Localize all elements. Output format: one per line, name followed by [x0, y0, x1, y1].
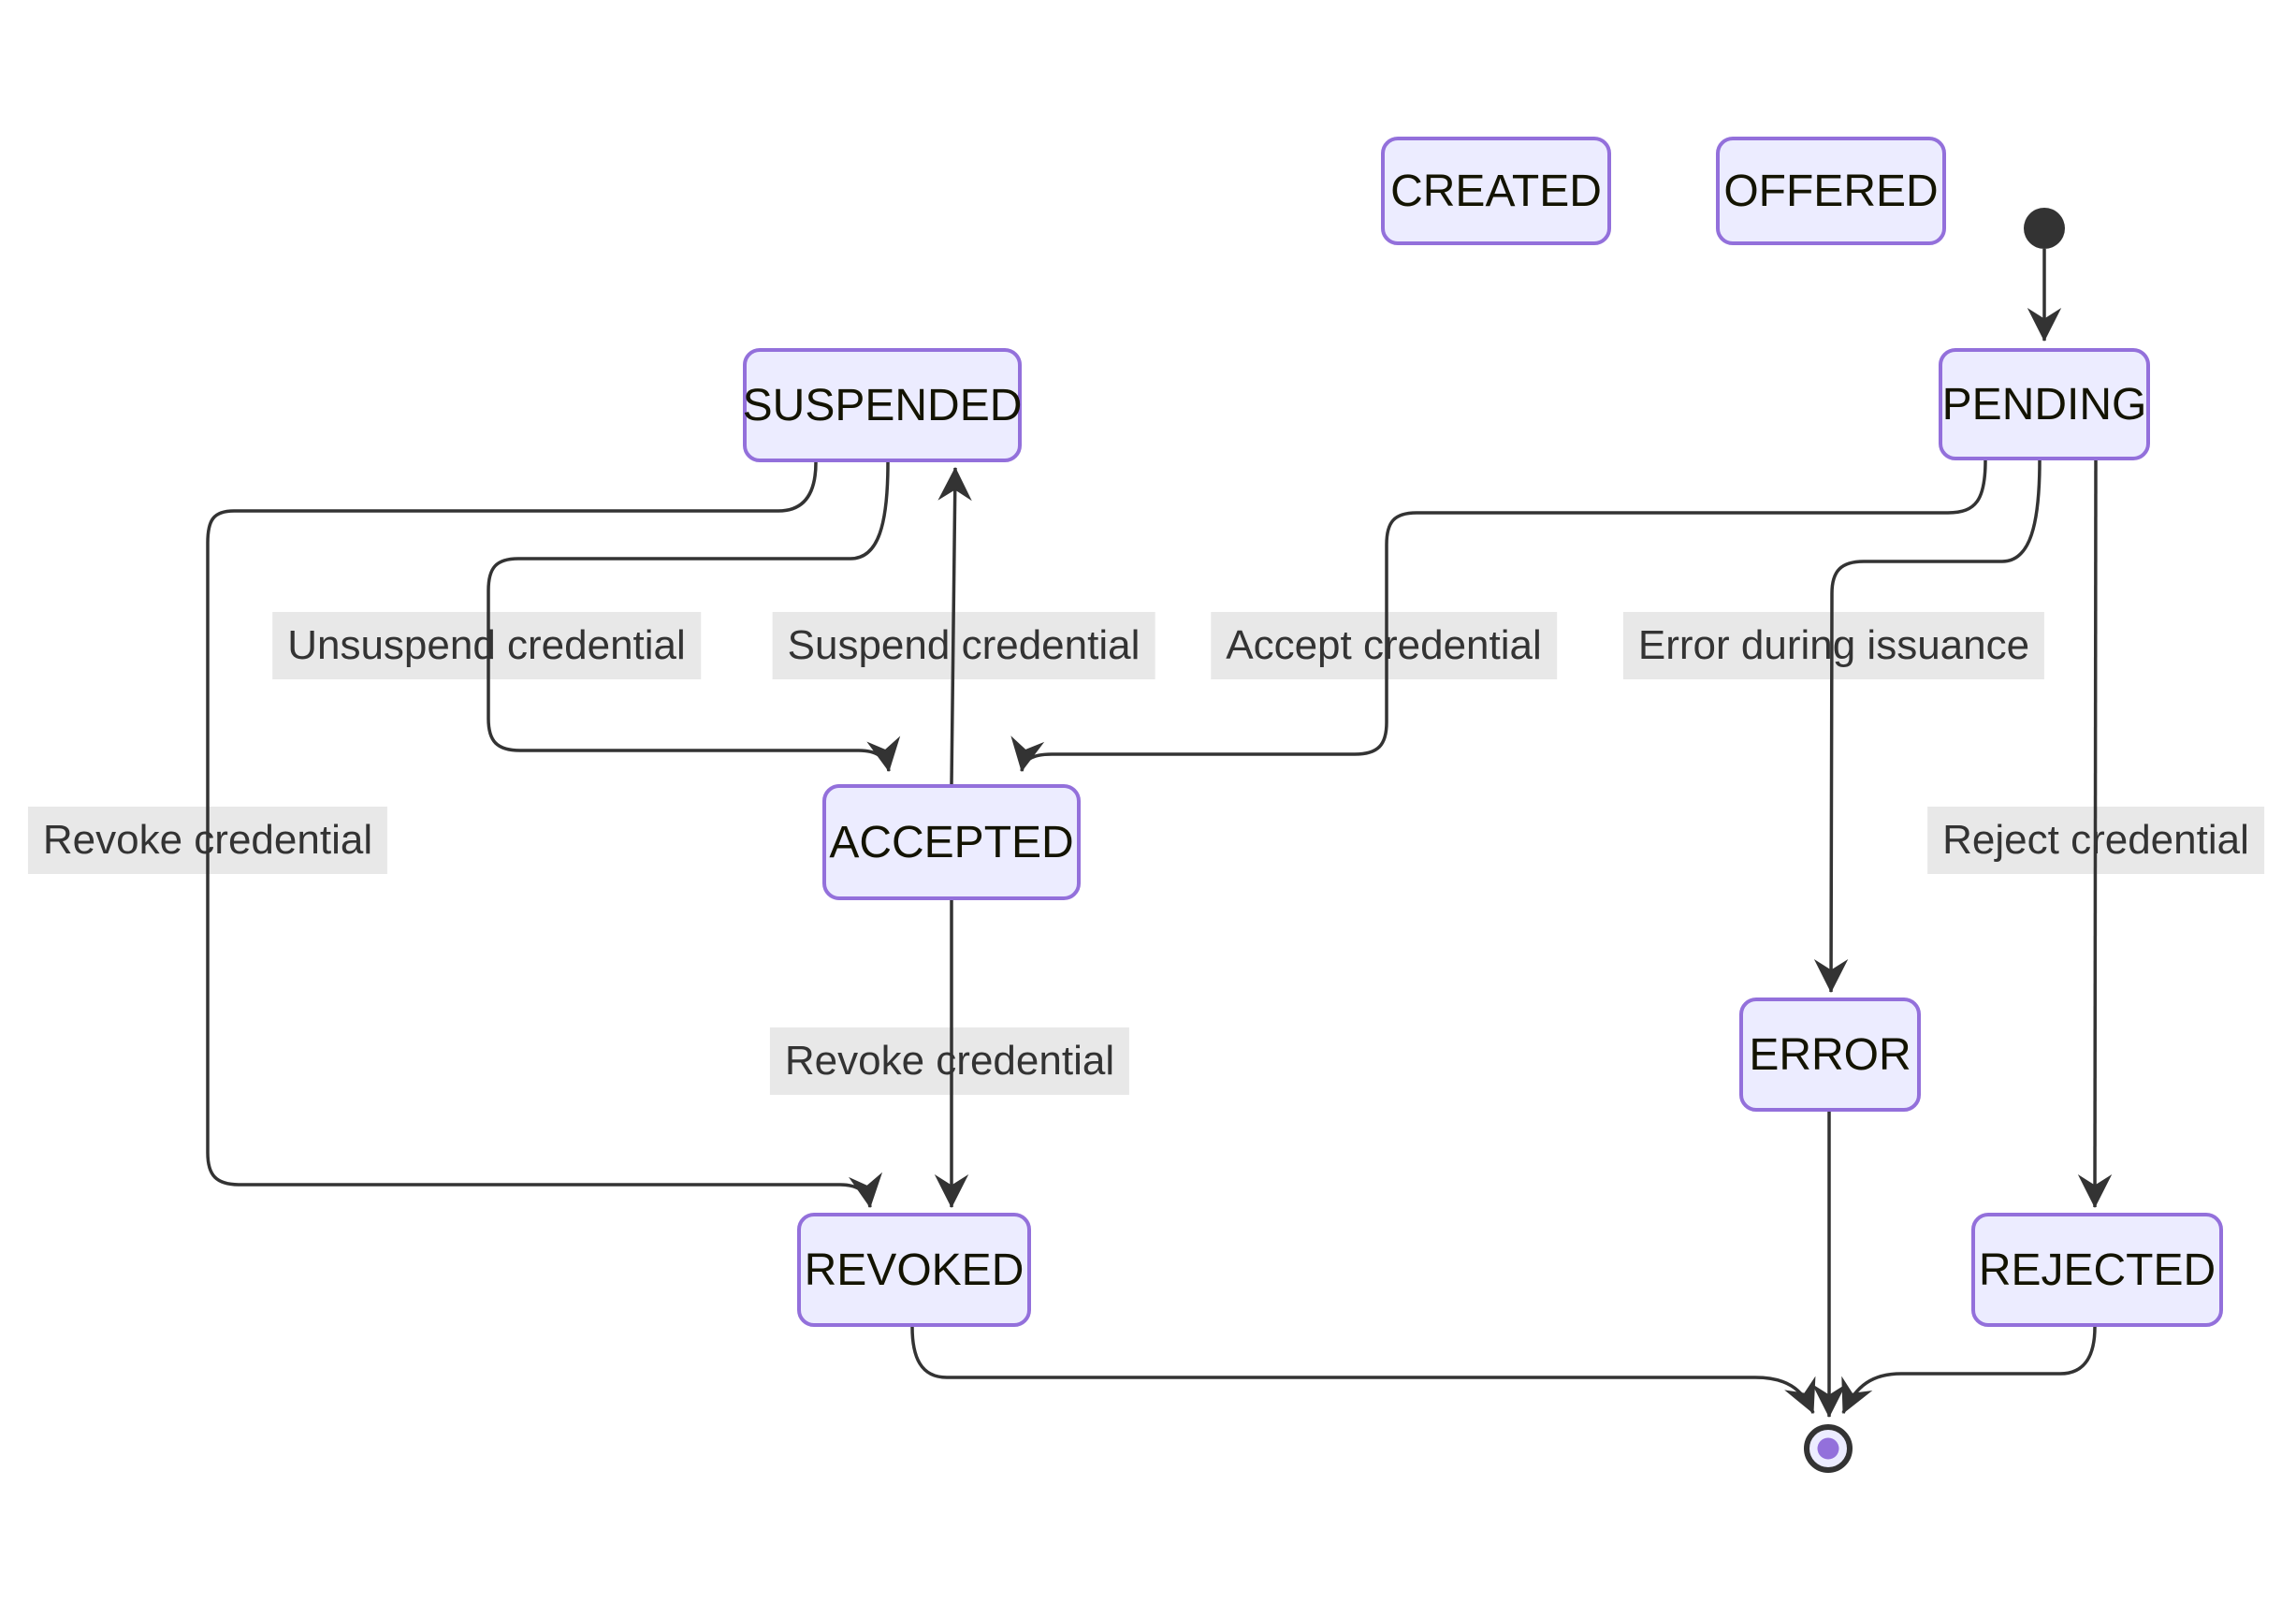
edge-revoked-to-end [910, 1326, 1816, 1414]
edge-label-revoke-credential-mid: Revoke credential [769, 1027, 1130, 1095]
edge-suspended-to-accepted [487, 461, 901, 773]
state-suspended: SUSPENDED [743, 348, 1022, 462]
state-error: ERROR [1739, 998, 1921, 1112]
final-state-icon [1804, 1424, 1853, 1473]
edge-suspended-to-revoked [206, 461, 883, 1209]
edge-accepted-to-suspended [937, 466, 972, 785]
edge-pending-to-error [1813, 459, 2042, 994]
edge-label-suspend-credential: Suspend credential [772, 612, 1155, 679]
initial-state-icon [2024, 208, 2065, 249]
edge-pending-to-rejected [2077, 459, 2113, 1209]
edge-label-accept-credential: Accept credential [1211, 612, 1557, 679]
state-pending: PENDING [1939, 348, 2150, 460]
edge-label-unsuspend-credential: Unsuspend credential [272, 612, 701, 679]
edge-rejected-to-end [1841, 1326, 2097, 1414]
state-accepted: ACCEPTED [822, 784, 1081, 900]
state-offered: OFFERED [1716, 137, 1946, 245]
edge-pending-to-accepted [1010, 459, 1987, 773]
state-rejected: REJECTED [1971, 1213, 2223, 1327]
state-revoked: REVOKED [797, 1213, 1031, 1327]
state-created: CREATED [1381, 137, 1611, 245]
edge-label-error-during-issuance: Error during issuance [1622, 612, 2045, 679]
